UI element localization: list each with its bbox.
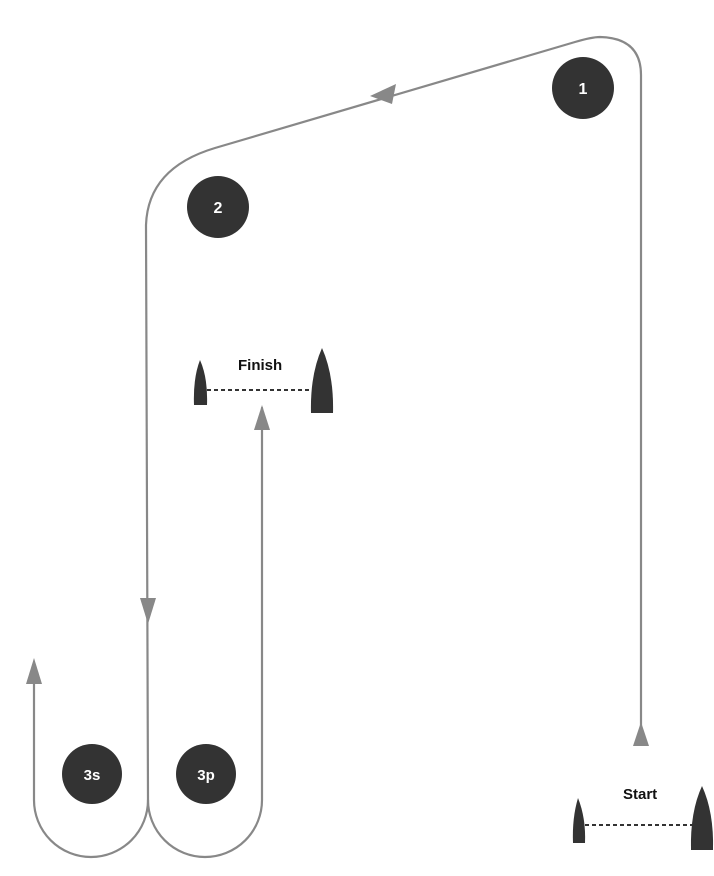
course-route-3s-rounding (32, 666, 150, 859)
finish-buoy-small (193, 360, 208, 405)
mark-1-label: 1 (579, 81, 588, 98)
direction-arrow-leg-to-2 (370, 84, 396, 104)
mark-3s-label: 3s (84, 767, 101, 784)
direction-arrow-down-to-3 (140, 598, 156, 624)
mark-1: 1 (552, 57, 614, 119)
start-boat-large (690, 786, 714, 850)
mark-3p: 3p (176, 744, 236, 804)
finish-label: Finish (238, 357, 282, 374)
mark-2: 2 (187, 176, 249, 238)
mark-3p-label: 3p (197, 767, 215, 784)
direction-arrow-start-up (633, 722, 649, 746)
course-route-main (144, 35, 643, 859)
direction-arrow-up-to-finish (254, 405, 270, 430)
mark-2-label: 2 (214, 200, 223, 217)
start-label: Start (623, 786, 657, 803)
mark-3s: 3s (62, 744, 122, 804)
finish-boat-large (310, 348, 334, 413)
direction-arrow-3s-exit (26, 658, 42, 684)
start-buoy-small (572, 798, 586, 843)
